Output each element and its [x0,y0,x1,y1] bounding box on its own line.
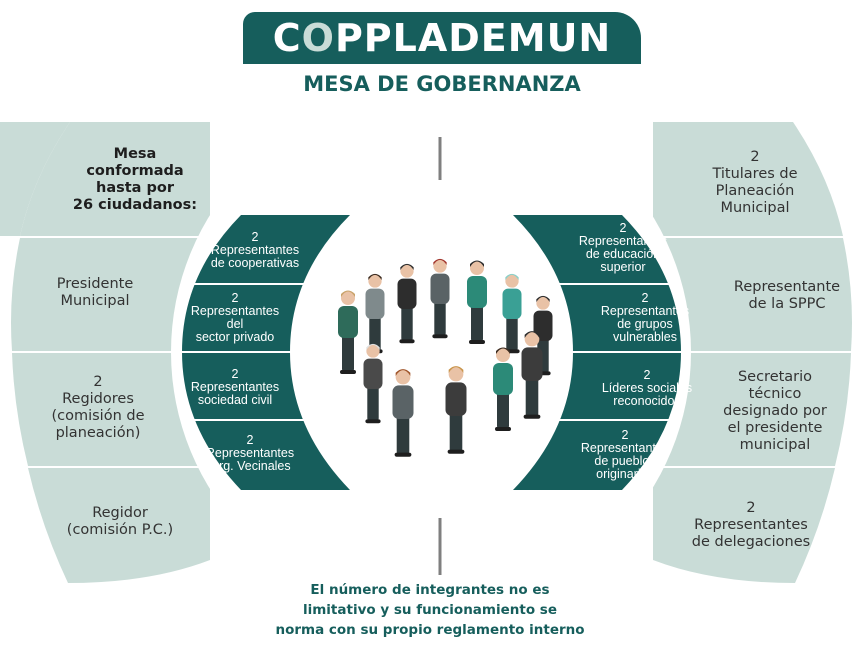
left-outer-segment-4 [28,468,210,583]
left-outer-segment-1 [0,122,70,236]
person-man-tall-icon [445,366,467,454]
person-man-icon [467,260,487,344]
person-graduate-icon [397,263,417,344]
right-inner-ring [513,215,683,490]
person-woman-phone-icon [493,347,513,431]
left-outer-segment-3 [12,353,210,466]
page-subtitle: MESA DE GOBERNANZA [303,72,581,96]
person-woman-glasses-icon [521,331,543,419]
page-title: COPPLADEMUN [272,16,612,60]
person-doctor-icon [502,273,522,354]
title-banner: COPPLADEMUN [243,12,641,64]
person-woman-blonde-icon [392,369,414,457]
right-outer-segment-1 [653,122,843,236]
left-outer-segment-2 [0,238,210,351]
person-hat-icon [338,290,358,374]
people-circle [338,258,553,457]
label-regidor-pc: Regidor(comisión P.C.) [66,505,174,538]
person-woman-red-icon [430,258,450,339]
person-man-glasses-icon [363,343,383,424]
left-outer-segment-1b [20,122,210,236]
right-outer-segment-2 [653,238,852,351]
left-outer-ring [0,122,210,583]
right-outer-ring [653,122,852,583]
right-outer-segment-3 [653,353,851,466]
right-outer-segment-4 [653,468,835,583]
left-inner-ring [180,215,350,490]
